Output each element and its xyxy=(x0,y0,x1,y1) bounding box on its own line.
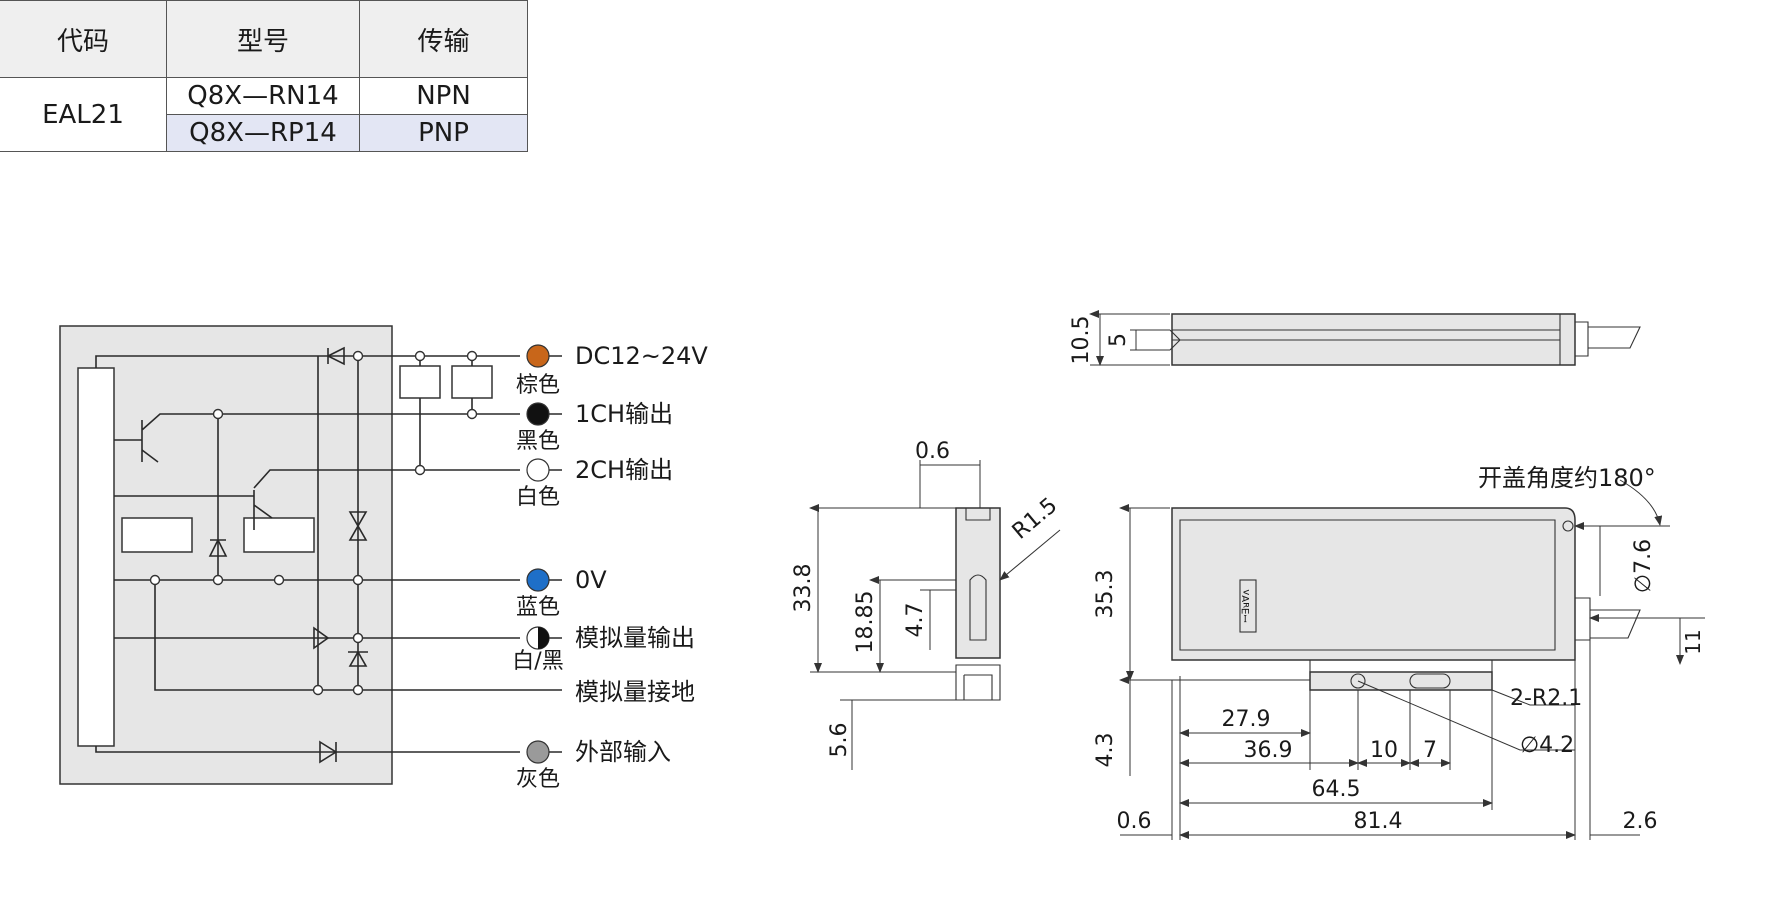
terminal-label: 模拟量接地 xyxy=(575,678,695,706)
terminal-label: 模拟量输出 xyxy=(575,624,695,652)
terminal-label: 1CH输出 xyxy=(575,400,673,428)
table-row: Q8X—RP14 PNP xyxy=(0,114,528,152)
output-cell: PNP xyxy=(359,114,528,152)
circuit-block-left xyxy=(121,517,193,553)
terminal-dot-white xyxy=(526,458,550,482)
wire-color-label: 白色 xyxy=(516,485,560,510)
dim-81-4: 81.4 xyxy=(1354,809,1403,834)
zener-diode-symbol xyxy=(208,538,228,557)
wire-color-label: 黑色 xyxy=(516,429,560,454)
dim-5-6: 5.6 xyxy=(827,723,852,758)
zener-diode-symbol-2 xyxy=(348,650,368,667)
amp-symbol xyxy=(313,626,330,650)
table-header-row: 代码 型号 传输 xyxy=(0,0,528,78)
terminal-dot-blue xyxy=(526,568,550,592)
dim-7-6: ∅7.6 xyxy=(1631,539,1656,593)
load-resistor-2 xyxy=(451,365,493,399)
dim-2-6: 2.6 xyxy=(1623,809,1658,834)
top-view: 10.5 5 xyxy=(1069,314,1641,365)
dim-36-9: 36.9 xyxy=(1244,738,1293,763)
hole-diameter-label: ∅4.2 xyxy=(1520,733,1574,758)
model-cell: Q8X—RP14 xyxy=(166,114,360,152)
dim-top-10-5: 10.5 xyxy=(1069,316,1094,365)
open-angle-note: 开盖角度约180° xyxy=(1478,464,1656,492)
dim-0-6-side: 0.6 xyxy=(915,439,950,464)
dim-top-5: 5 xyxy=(1106,333,1131,347)
wire-color-label: 蓝色 xyxy=(516,595,560,620)
device-label-text: ꟷ∃ᴚⱯᴧ xyxy=(1241,589,1252,622)
model-cell: Q8X—RN14 xyxy=(166,77,360,115)
load-resistor-1 xyxy=(399,365,441,399)
dim-35-3: 35.3 xyxy=(1093,570,1118,619)
dim-4-7: 4.7 xyxy=(903,603,928,638)
code-cell: EAL21 xyxy=(0,77,167,152)
tvs-diode-symbol xyxy=(348,511,368,541)
terminal-label: DC12~24V xyxy=(575,342,708,370)
circuit-ic-block xyxy=(77,367,115,747)
device-label-plate xyxy=(1239,579,1257,633)
dim-10: 10 xyxy=(1370,738,1398,763)
terminal-label: 2CH输出 xyxy=(575,456,673,484)
dim-0-6-front: 0.6 xyxy=(1117,809,1152,834)
dim-4-3: 4.3 xyxy=(1093,733,1118,768)
terminal-dot-white-black xyxy=(526,626,550,650)
terminal-dot-black xyxy=(526,402,550,426)
dim-27-9: 27.9 xyxy=(1222,707,1271,732)
header-code: 代码 xyxy=(0,0,167,78)
dim-18-85: 18.85 xyxy=(853,591,878,654)
header-output: 传输 xyxy=(359,0,528,78)
terminal-dot-brown xyxy=(526,344,550,368)
side-view: 33.8 18.85 4.7 5.6 0.6 R1.5 xyxy=(791,439,1062,770)
circuit-block-right xyxy=(243,517,315,553)
spec-table: 代码 型号 传输 EAL21 Q8X—RN14 NPN Q8X—RP14 PNP xyxy=(0,0,528,152)
dim-33-8: 33.8 xyxy=(791,564,816,613)
terminal-dot-gray xyxy=(526,740,550,764)
diode-symbol xyxy=(326,346,345,366)
terminal-label: 0V xyxy=(575,566,607,594)
hole-radius-label: 2-R2.1 xyxy=(1510,686,1582,711)
dim-11: 11 xyxy=(1681,629,1705,654)
dim-7: 7 xyxy=(1423,738,1437,763)
terminal-label: 外部输入 xyxy=(575,738,671,766)
diode-external-input xyxy=(319,740,338,764)
wiring-diagram: DC12~24V 1CH输出 2CH输出 0V 模拟量输出 模拟量接地 外部输入… xyxy=(59,325,708,792)
wire-color-label: 白/黑 xyxy=(512,649,563,674)
dim-64-5: 64.5 xyxy=(1312,777,1361,802)
table-row: EAL21 Q8X—RN14 NPN xyxy=(0,77,528,152)
wire-color-label: 棕色 xyxy=(516,373,560,398)
dim-r1-5: R1.5 xyxy=(1008,493,1063,544)
front-view: ꟷ∃ᴚⱯᴧ 开盖角度约180° 35.3 4.3 ∅7.6 11 27.9 36… xyxy=(1093,464,1705,840)
wire-color-label: 灰色 xyxy=(516,767,560,792)
